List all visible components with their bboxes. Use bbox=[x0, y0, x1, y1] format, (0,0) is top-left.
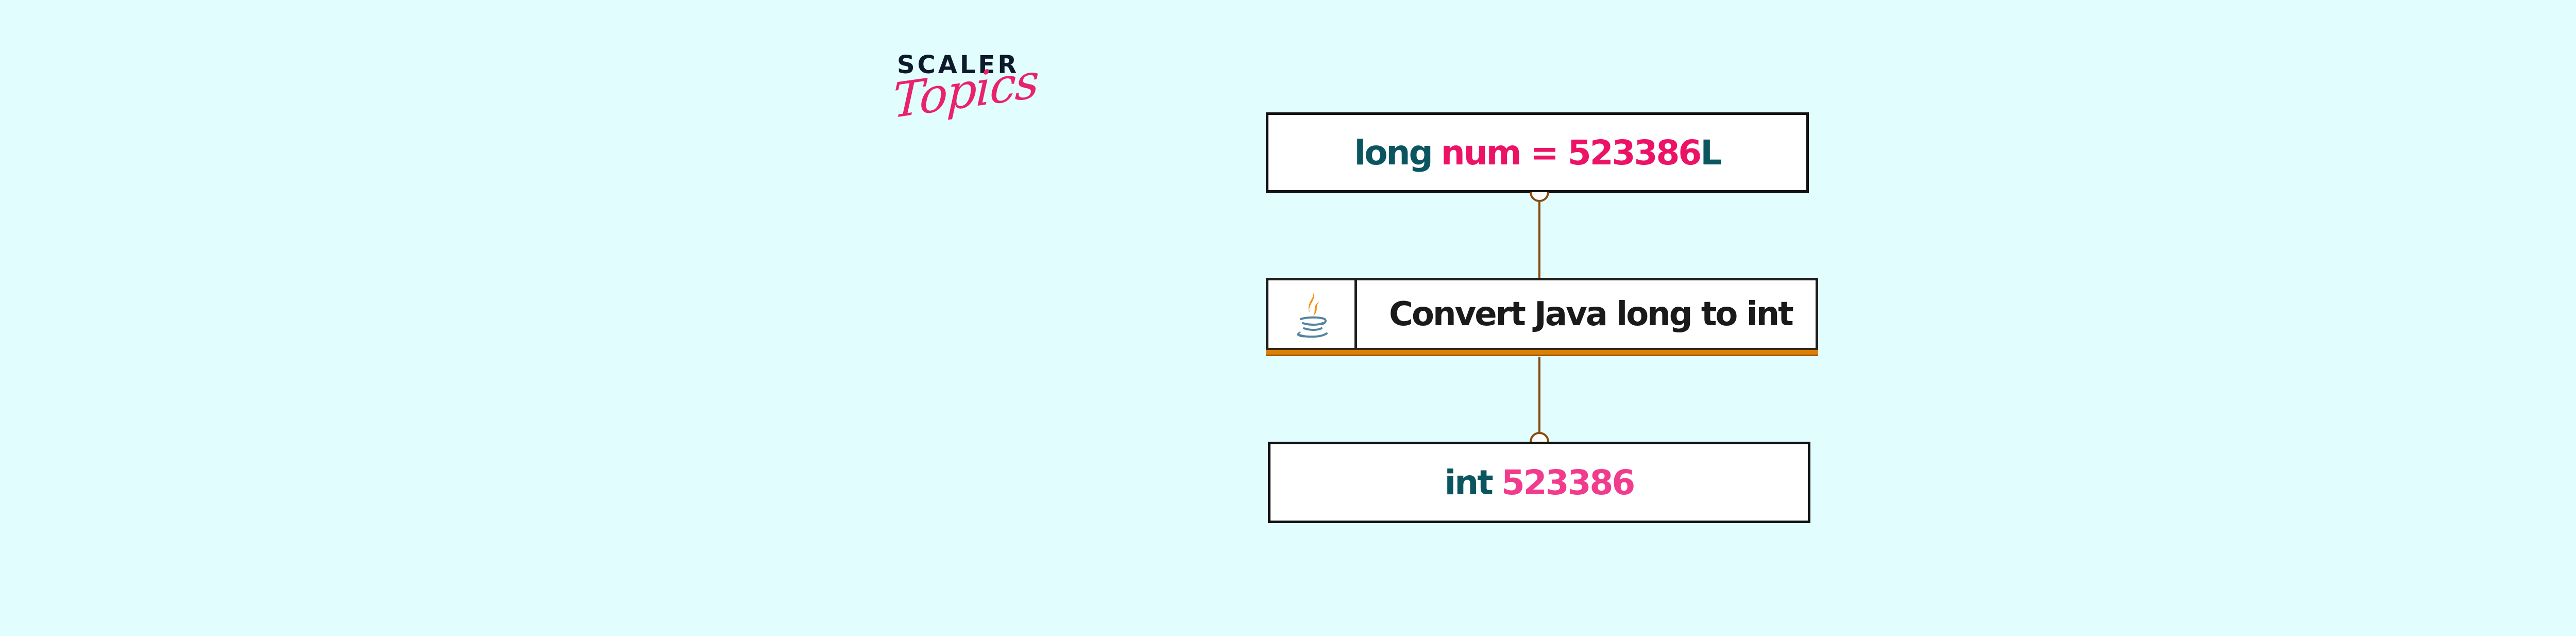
source-keyword: long bbox=[1354, 132, 1433, 173]
source-suffix: L bbox=[1700, 132, 1722, 173]
logo-scaler-text: SCALER bbox=[897, 51, 1020, 79]
scaler-topics-logo: SCALER Topics bbox=[892, 51, 1039, 154]
accent-bar bbox=[1266, 348, 1818, 356]
result-value: 523386 bbox=[1501, 462, 1636, 503]
result-keyword: int bbox=[1444, 462, 1494, 503]
convert-process-label: Convert Java long to int bbox=[1389, 295, 1794, 333]
java-icon-cell bbox=[1268, 280, 1357, 348]
source-declaration: num = 523386 bbox=[1440, 132, 1702, 173]
convert-process-box: Convert Java long to int bbox=[1266, 278, 1818, 358]
connector-top-socket bbox=[1530, 192, 1549, 202]
result-int-box: int 523386 bbox=[1268, 442, 1810, 523]
connector-line-top bbox=[1538, 202, 1540, 278]
source-long-box: long num = 523386 L bbox=[1266, 112, 1809, 193]
java-icon bbox=[1296, 290, 1328, 338]
connector-line-bottom bbox=[1538, 357, 1540, 433]
connector-bottom-socket bbox=[1530, 432, 1549, 442]
